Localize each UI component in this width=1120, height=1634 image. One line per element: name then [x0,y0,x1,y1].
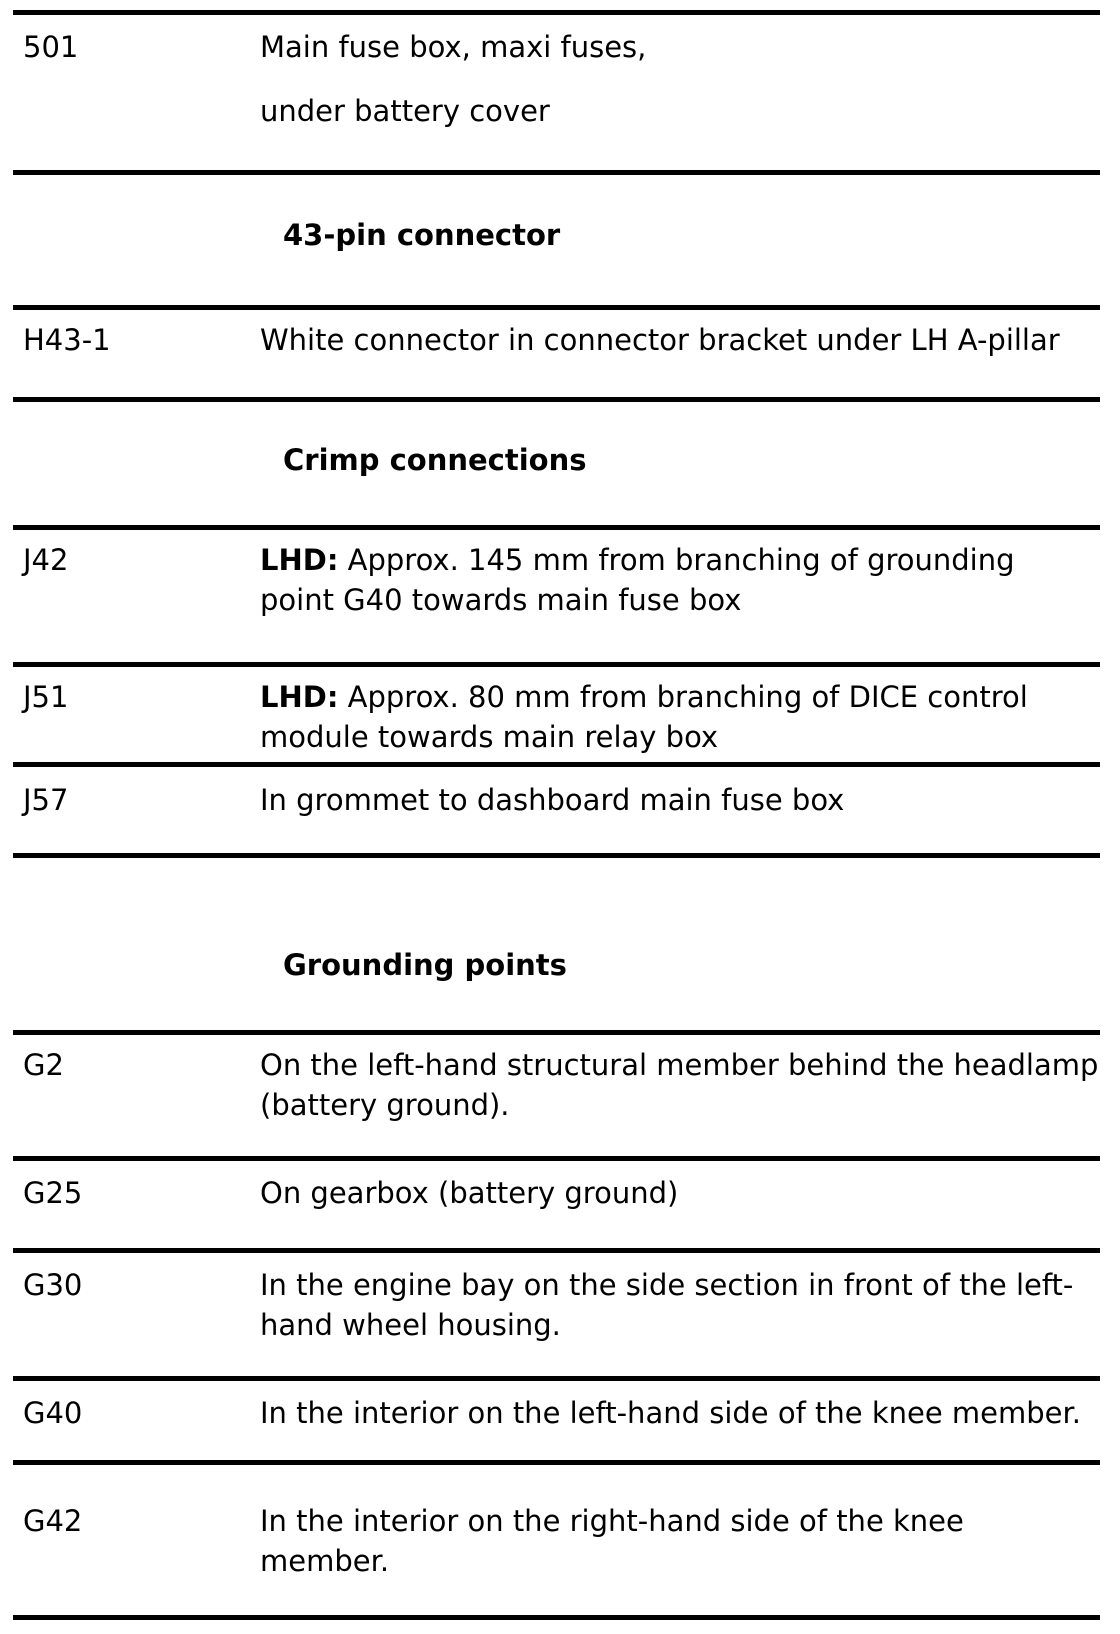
component-description: In the interior on the left-hand side of… [260,1393,1120,1433]
divider [13,853,1100,858]
description-text: Approx. 80 mm from branching of DICE con… [260,680,1028,754]
description-paragraph: under battery cover [260,94,550,128]
table-row-j51: J51 LHD: Approx. 80 mm from branching of… [0,667,1120,762]
description-paragraph: LHD: Approx. 80 mm from branching of DIC… [260,677,1100,757]
divider [13,305,1100,310]
component-code: G40 [23,1396,83,1430]
divider [13,1460,1100,1465]
divider [13,170,1100,175]
component-description: LHD: Approx. 145 mm from branching of gr… [260,540,1120,620]
divider [13,1156,1100,1161]
table-row-g2: G2 On the left-hand structural member be… [0,1035,1120,1156]
component-description: In the interior on the right-hand side o… [260,1501,1120,1581]
component-description: White connector in connector bracket und… [260,320,1120,360]
table-row-g25: G25 On gearbox (battery ground) [0,1161,1120,1248]
component-description: In grommet to dashboard main fuse box [260,780,1120,820]
section-header: Grounding points [283,948,567,982]
component-description: LHD: Approx. 80 mm from branching of DIC… [260,677,1120,757]
divider [13,662,1100,667]
section-header: Crimp connections [283,443,587,477]
table-row-501: 501 Main fuse box, maxi fuses, under bat… [0,15,1120,170]
component-code: J42 [23,543,69,577]
lhd-label: LHD: [260,680,339,714]
table-row-g30: G30 In the engine bay on the side sectio… [0,1253,1120,1376]
component-description: On gearbox (battery ground) [260,1173,1120,1213]
component-code: J57 [23,783,69,817]
component-code: G30 [23,1268,83,1302]
component-description: In the engine bay on the side section in… [260,1265,1120,1345]
section-grounding-points: Grounding points [0,858,1120,1030]
divider [13,1030,1100,1035]
section-crimp-connections: Crimp connections [0,402,1120,525]
description-paragraph: In the interior on the left-hand side of… [260,1396,1081,1430]
component-description: Main fuse box, maxi fuses, under battery… [260,27,1120,131]
table-row-j42: J42 LHD: Approx. 145 mm from branching o… [0,530,1120,662]
description-paragraph: On gearbox (battery ground) [260,1176,679,1210]
top-margin [0,0,1120,10]
description-paragraph: In the engine bay on the side section in… [260,1268,1074,1342]
component-code: G42 [23,1504,83,1538]
description-text: Approx. 145 mm from branching of groundi… [260,543,1015,617]
description-paragraph: White connector in connector bracket und… [260,323,1060,357]
divider [13,397,1100,402]
description-paragraph: On the left-hand structural member behin… [260,1048,1099,1122]
component-code: G2 [23,1048,64,1082]
divider [13,1248,1100,1253]
component-code: 501 [23,30,79,64]
table-row-h43-1: H43-1 White connector in connector brack… [0,310,1120,397]
lhd-label: LHD: [260,543,339,577]
table-row-g42: G42 In the interior on the right-hand si… [0,1465,1120,1615]
section-43-pin-connector: 43-pin connector [0,175,1120,305]
description-paragraph: LHD: Approx. 145 mm from branching of gr… [260,540,1100,620]
divider [13,525,1100,530]
component-code: G25 [23,1176,83,1210]
divider [13,1376,1100,1381]
divider [13,762,1100,767]
description-paragraph: Main fuse box, maxi fuses, [260,30,647,64]
section-header: 43-pin connector [283,218,561,252]
table-row-j57: J57 In grommet to dashboard main fuse bo… [0,767,1120,853]
description-paragraph: In the interior on the right-hand side o… [260,1504,964,1578]
table-row-g40: G40 In the interior on the left-hand sid… [0,1381,1120,1460]
divider [13,1615,1100,1620]
component-code: J51 [23,680,69,714]
divider [13,10,1100,15]
component-description: On the left-hand structural member behin… [260,1045,1120,1125]
component-code: H43-1 [23,323,111,357]
description-paragraph: In grommet to dashboard main fuse box [260,783,845,817]
